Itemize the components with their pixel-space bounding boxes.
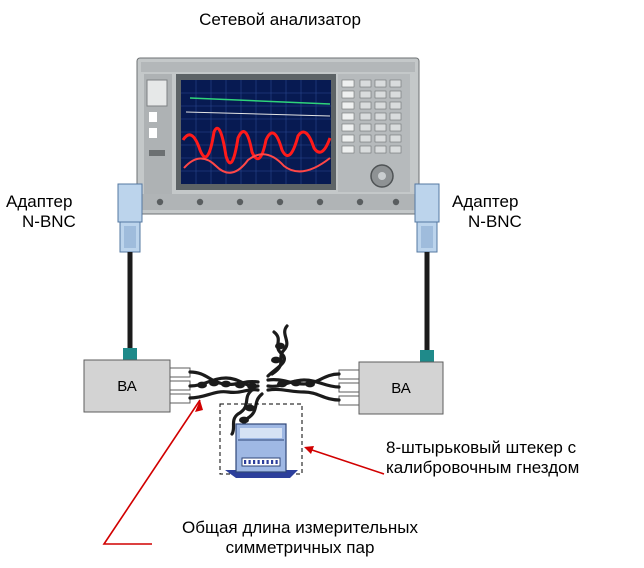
length-callout-label: Общая длина измерительных симметричных п…	[150, 518, 450, 558]
callout-lines	[102, 399, 385, 545]
connector-right	[420, 350, 434, 362]
adapter-right-label: Адаптер N-BNC	[452, 192, 522, 232]
length-callout-line2: симметричных пар	[225, 538, 375, 557]
balun-right-label: ВА	[391, 380, 411, 397]
callout-arrowhead-plug	[304, 446, 314, 454]
plug-callout-label: 8-штырьковый штекер с калибровочным гнез…	[386, 438, 579, 478]
adapter-right	[414, 183, 440, 253]
balun-left	[83, 359, 171, 413]
plug-callout-line1: 8-штырьковый штекер с	[386, 438, 577, 457]
network-analyzer	[136, 57, 420, 215]
length-callout-line1: Общая длина измерительных	[182, 518, 418, 537]
adapter-right-label-line1: Адаптер	[452, 192, 519, 211]
balun-right-outputs	[338, 369, 360, 406]
callout-line-length	[102, 399, 201, 545]
balun-right	[358, 361, 444, 415]
calibration-plug	[219, 403, 303, 478]
balun-left-label: ВА	[117, 378, 137, 395]
plug-callout-line2: калибровочным гнездом	[386, 458, 580, 477]
adapter-left-label-line1: Адаптер	[6, 192, 73, 211]
diagram-title: Сетевой анализатор	[199, 10, 361, 29]
adapter-left-label-line2: N-BNC	[22, 212, 76, 231]
analyzer-port-row	[156, 198, 400, 206]
screen-trace-red	[181, 126, 332, 165]
twist-beads	[197, 342, 315, 424]
analyzer-key-panel	[341, 79, 402, 154]
balun-left-outputs	[169, 367, 191, 404]
adapter-left	[117, 183, 143, 253]
adapter-left-label: Адаптер N-BNC	[6, 192, 76, 232]
callout-line-plug	[305, 447, 385, 475]
plug-pins	[244, 460, 278, 464]
callout-arrowhead-length	[195, 400, 203, 412]
connector-left	[123, 348, 137, 360]
adapter-right-label-line2: N-BNC	[468, 212, 522, 231]
